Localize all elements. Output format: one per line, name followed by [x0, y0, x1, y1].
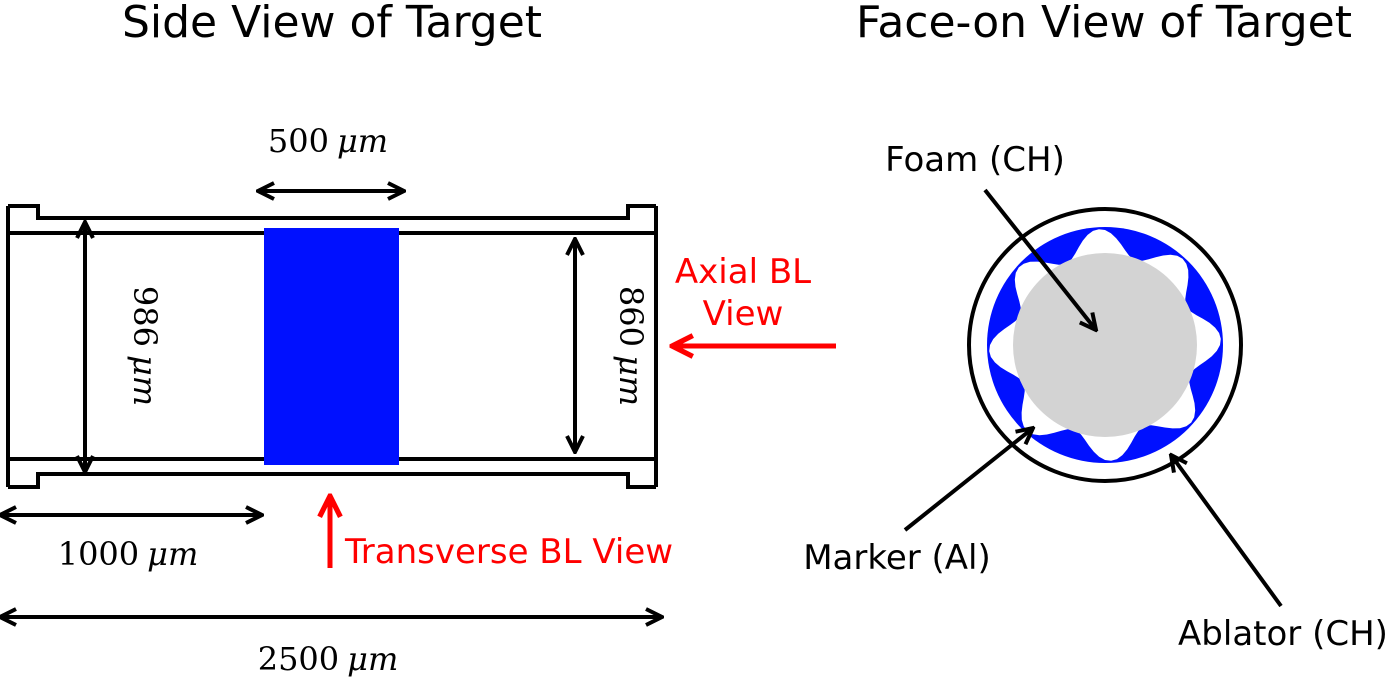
ablator-arrow: [1171, 455, 1283, 608]
transverse-view-label: Transverse BL View: [344, 532, 673, 572]
axial-view-label-line1: Axial BL: [675, 252, 811, 292]
foam-label: Foam (CH): [885, 140, 1065, 180]
axial-view-label-line2: View: [703, 294, 784, 334]
left-height-label: 986μm: [126, 286, 164, 406]
target-outer-top: [8, 204, 656, 220]
ablator-label: Ablator (CH): [1178, 614, 1388, 654]
face-view-title: Face-on View of Target: [856, 0, 1352, 48]
face-on-target: [967, 207, 1243, 483]
foam-arrow: [983, 188, 1096, 330]
side-view-title: Side View of Target: [122, 0, 542, 48]
face-view-arrows: [903, 188, 1283, 608]
marker-arrow: [903, 428, 1033, 532]
target-outer-bottom: [8, 472, 656, 489]
right-height-label: 860μm: [612, 286, 650, 406]
marker-label: Marker (Al): [803, 538, 991, 578]
marker-layer: [264, 228, 399, 465]
dimension-arrows: [0, 191, 662, 617]
foam-core: [1013, 253, 1197, 437]
